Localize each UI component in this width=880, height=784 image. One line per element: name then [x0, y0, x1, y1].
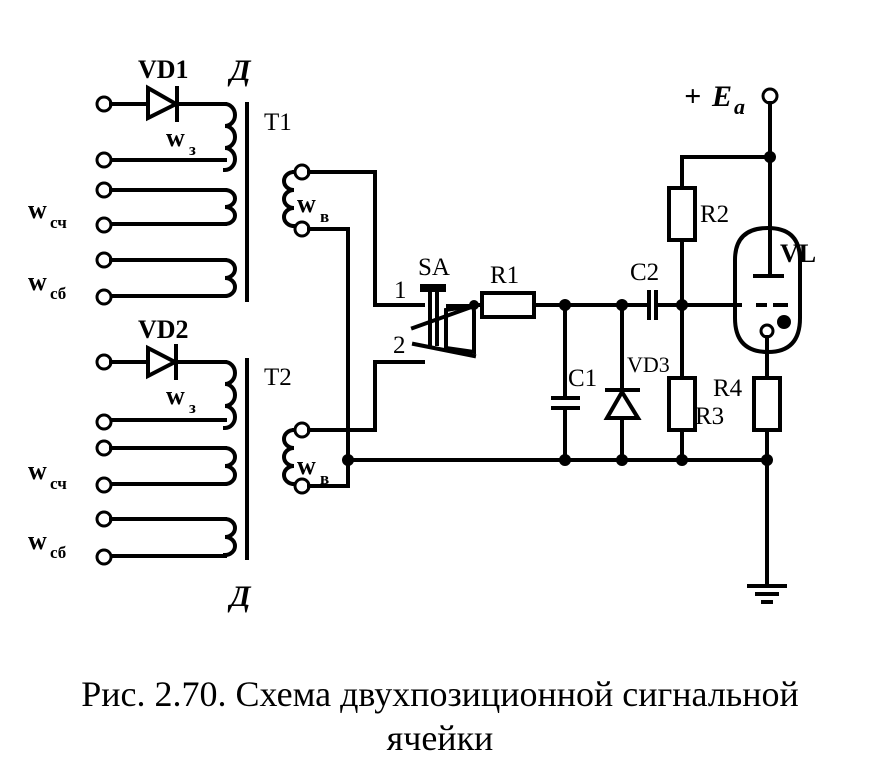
transformer-t1 — [95, 84, 311, 306]
svg-text:E: E — [711, 80, 732, 113]
switch-sa — [410, 284, 479, 359]
t1-winding-wsch — [95, 181, 237, 234]
label-t1-wsb: w сб — [28, 267, 66, 303]
label-r4: R4 — [713, 375, 743, 402]
label-sa-pos2: 2 — [393, 332, 406, 359]
resistor-r1 — [480, 291, 536, 319]
label-supply-ea: + E a — [684, 80, 745, 119]
core-mark-bottom: Д — [227, 580, 252, 613]
svg-text:w: w — [28, 267, 47, 296]
label-t1-wsch: w сч — [28, 195, 67, 232]
svg-text:w: w — [28, 526, 47, 555]
terminal — [293, 477, 311, 495]
terminal — [95, 288, 113, 306]
resistor-r3 — [667, 303, 697, 466]
terminal — [95, 548, 113, 566]
svg-text:w: w — [166, 381, 185, 410]
label-t2-w3: w з — [166, 381, 196, 417]
ground-icon — [747, 584, 787, 604]
t2-winding-wsch — [95, 439, 237, 494]
circuit-schematic: Д Д VD1 VD2 T1 T2 w з w сч w сб w в w з … — [28, 54, 816, 613]
t1-winding-w3 — [95, 84, 237, 173]
t1-winding-wsb — [95, 251, 237, 306]
label-t2: T2 — [264, 364, 292, 391]
svg-text:w: w — [297, 451, 316, 480]
terminal — [95, 439, 113, 457]
label-c1: C1 — [568, 365, 597, 392]
label-sa-pos1: 1 — [394, 277, 407, 304]
svg-text:сч: сч — [50, 213, 67, 232]
svg-text:з: з — [189, 140, 196, 159]
terminal — [95, 353, 113, 371]
diode-vd1 — [146, 84, 181, 122]
svg-text:w: w — [297, 189, 316, 218]
capacitor-c1 — [551, 303, 580, 466]
svg-text:з: з — [189, 398, 196, 417]
svg-text:сч: сч — [50, 474, 67, 493]
svg-text:+: + — [684, 80, 701, 113]
terminal — [95, 251, 113, 269]
resistor-r4 — [752, 376, 782, 586]
label-t1-wv: w в — [297, 189, 329, 226]
label-vd1: VD1 — [138, 55, 189, 84]
label-vd3: VD3 — [627, 352, 670, 377]
supply-terminal-ea — [761, 87, 779, 260]
terminal — [95, 476, 113, 494]
transformer-t2 — [95, 344, 311, 566]
svg-text:в: в — [320, 207, 329, 226]
svg-text:w: w — [28, 456, 47, 485]
terminal — [95, 151, 113, 169]
svg-text:w: w — [166, 123, 185, 152]
terminal — [95, 95, 113, 113]
resistor-r2 — [667, 155, 772, 307]
core-mark-top: Д — [227, 54, 252, 87]
terminal — [95, 510, 113, 528]
label-sa: SA — [418, 254, 450, 281]
junction — [342, 454, 354, 466]
label-t1: T1 — [264, 109, 292, 136]
label-t2-wv: w в — [297, 451, 329, 488]
capacitor-c2 — [638, 290, 742, 320]
t2-winding-wsb — [95, 510, 237, 566]
label-t2-wsb: w сб — [28, 526, 66, 562]
label-vd2: VD2 — [138, 315, 189, 344]
terminal — [95, 216, 113, 234]
terminal — [95, 413, 113, 431]
t2-winding-w3 — [95, 344, 237, 431]
vacuum-tube-vl — [733, 225, 802, 380]
terminal — [293, 421, 311, 439]
t1-winding-wv — [282, 163, 311, 238]
terminal — [293, 163, 311, 181]
svg-text:в: в — [320, 469, 329, 488]
svg-text:w: w — [28, 195, 47, 224]
label-vl: VL — [780, 239, 816, 268]
diode-vd2 — [146, 344, 180, 380]
label-t1-w3: w з — [166, 123, 196, 159]
figure-caption-line2: ячейки — [386, 718, 494, 758]
svg-text:сб: сб — [50, 543, 66, 562]
label-r2: R2 — [700, 201, 729, 228]
diode-vd3 — [603, 303, 642, 466]
terminal — [95, 181, 113, 199]
label-r1: R1 — [490, 262, 519, 289]
label-t2-wsch: w сч — [28, 456, 67, 493]
terminal — [293, 220, 311, 238]
svg-text:сб: сб — [50, 284, 66, 303]
svg-text:a: a — [734, 94, 745, 119]
label-c2: C2 — [630, 259, 659, 286]
label-r3: R3 — [695, 403, 724, 430]
secondary-wiring — [307, 170, 772, 488]
figure-caption-line1: Рис. 2.70. Схема двухпозиционной сигналь… — [81, 674, 799, 714]
